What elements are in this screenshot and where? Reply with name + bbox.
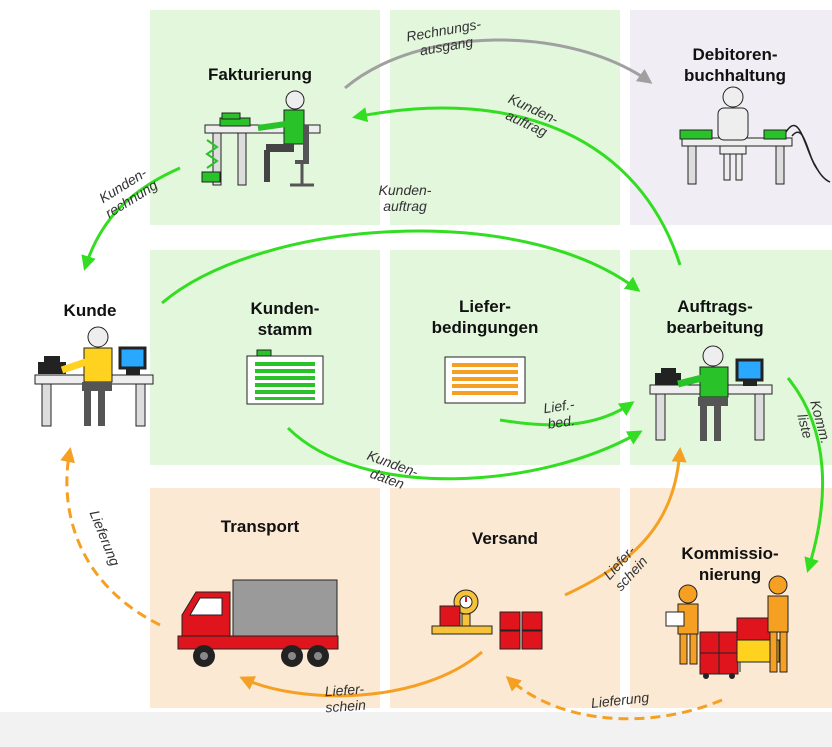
zone-fakturierung [150,10,380,225]
label-debitorenbuchhaltung-line2: buchhaltung [684,66,786,85]
label-auftragsbearbeitung-line1: Auftrags- [677,297,753,316]
label-versand: Versand [471,529,539,548]
label-kommissionierung-line1: Kommissio- [681,544,779,563]
arrow-lieferschein-right [564,447,687,597]
label-kommissionierung: Kommissio- nierung [655,543,805,585]
arrow-lieferschein-bottom [239,650,483,698]
arrow-kommliste [786,377,825,573]
label-lieferbedingungen: Liefer- bedingungen [415,296,555,338]
arrow-liefbed [499,401,635,427]
flow-label-kundenauftrag-mid-line2: auftrag [383,198,427,214]
arrow-kundenrechnung [81,166,181,271]
label-kundenstamm-line2: stamm [257,320,313,339]
zone-top-middle [390,10,620,225]
label-debitorenbuchhaltung-line1: Debitoren- [692,45,778,64]
label-kundenstamm-line1: Kunden- [250,299,320,318]
arrow-rechnungsausgang [344,38,653,90]
label-auftragsbearbeitung-line2: bearbeitung [666,318,764,337]
flow-label-kundenauftrag-mid-line1: Kunden- [378,182,432,198]
label-lieferbedingungen-line1: Liefer- [459,297,511,316]
arrow-kundendaten [286,426,643,481]
fakturierung-workstation-illustration [201,90,321,187]
label-kommissionierung-line2: nierung [698,565,762,584]
kunde-workstation-illustration [34,326,154,427]
label-auftragsbearbeitung: Auftrags- bearbeitung [640,296,790,338]
kommissionierung-illustration [665,575,789,679]
auftragsbearbeitung-workstation-illustration [649,345,773,441]
label-lieferbedingungen-line2: bedingungen [431,318,539,337]
lieferbedingungen-file-illustration [444,356,526,404]
flow-label-lieferschein-bottom: Liefer- schein [304,679,386,717]
label-transport: Transport [220,517,300,536]
flow-label-kundenauftrag-mid: Kunden- auftrag [360,182,450,214]
kundenstamm-file-illustration [246,349,324,405]
arrow-kundenauftrag-mid [161,229,641,305]
label-debitorenbuchhaltung: Debitoren- buchhaltung [660,44,810,86]
arrow-lieferung-bottom [505,675,723,721]
versand-scale-illustration [431,589,543,650]
transport-truck-illustration [177,579,339,667]
debitoren-workstation-illustration [679,86,831,185]
label-fakturierung: Fakturierung [208,65,312,84]
arrow-lieferung-left [60,447,161,627]
zone-versand [390,488,620,708]
arrow-kundenauftrag-to-fakturierung [352,106,682,266]
label-kunde: Kunde [63,301,117,320]
label-kundenstamm: Kunden- stamm [225,298,345,340]
footer-bar [0,712,832,747]
